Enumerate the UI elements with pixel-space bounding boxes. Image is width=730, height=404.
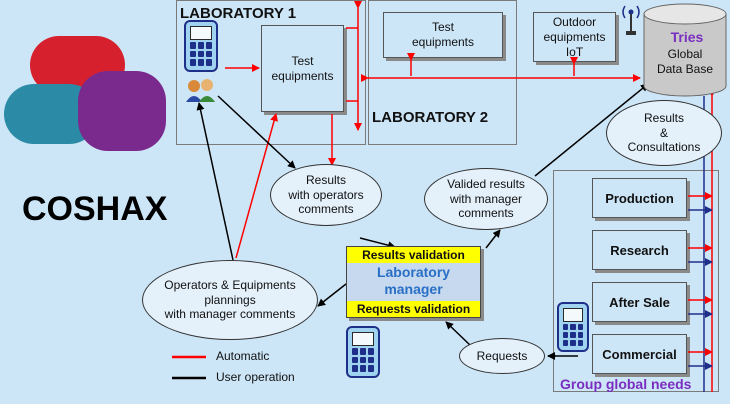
lab1-test-equipments: Test equipments [261, 25, 344, 112]
valided-results-bubble: Valided results with manager comments [424, 168, 548, 230]
results-validation-label: Results validation [347, 247, 480, 263]
link-plannings-to-operators [196, 102, 234, 261]
database-label: Global Data Base [656, 47, 714, 76]
requests-validation-label: Requests validation [347, 301, 480, 317]
link-requests-to-manager [445, 321, 472, 347]
results-operators-bubble: Results with operators comments [270, 164, 382, 226]
legend-automatic-label: Automatic [216, 349, 270, 363]
logo-text: COSHAX [22, 190, 168, 228]
link-manager-to-plannings [317, 283, 347, 307]
tablet-icon [346, 326, 380, 378]
lab2-test-equipments: Test equipments [383, 12, 503, 58]
plannings-bubble: Operators & Equipments plannings with ma… [142, 260, 318, 340]
operators-icon [186, 79, 215, 102]
group-item-after-sale: After Sale [592, 282, 687, 322]
group-item-research: Research [592, 230, 687, 270]
database-icon [643, 3, 727, 97]
link-operators-to-results [217, 95, 296, 169]
laboratory-1-title: LABORATORY 1 [180, 5, 297, 22]
group-item-production: Production [592, 178, 687, 218]
group-item-commercial: Commercial [592, 334, 687, 374]
tablet-icon [184, 20, 218, 72]
group-global-needs-label: Group global needs [560, 376, 692, 392]
requests-bubble: Requests [459, 338, 545, 374]
laboratory-manager-title: Laboratory manager [376, 264, 451, 297]
outdoor-equipments-iot: Outdoor equipments IoT [533, 12, 616, 62]
database-tries: Tries [670, 29, 704, 45]
tablet-icon [557, 302, 589, 352]
link-valided-to-database [534, 83, 649, 177]
link-manager-to-valided [485, 229, 501, 249]
link-plannings-to-lab1-equipment [235, 113, 278, 259]
legend-user-operation-label: User operation [216, 370, 295, 384]
antenna-icon [622, 5, 640, 35]
link-results-to-manager [359, 237, 396, 250]
logo-icon [4, 36, 166, 151]
results-consultations-bubble: Results & Consultations [606, 100, 722, 166]
laboratory-2-title: LABORATORY 2 [372, 109, 489, 126]
